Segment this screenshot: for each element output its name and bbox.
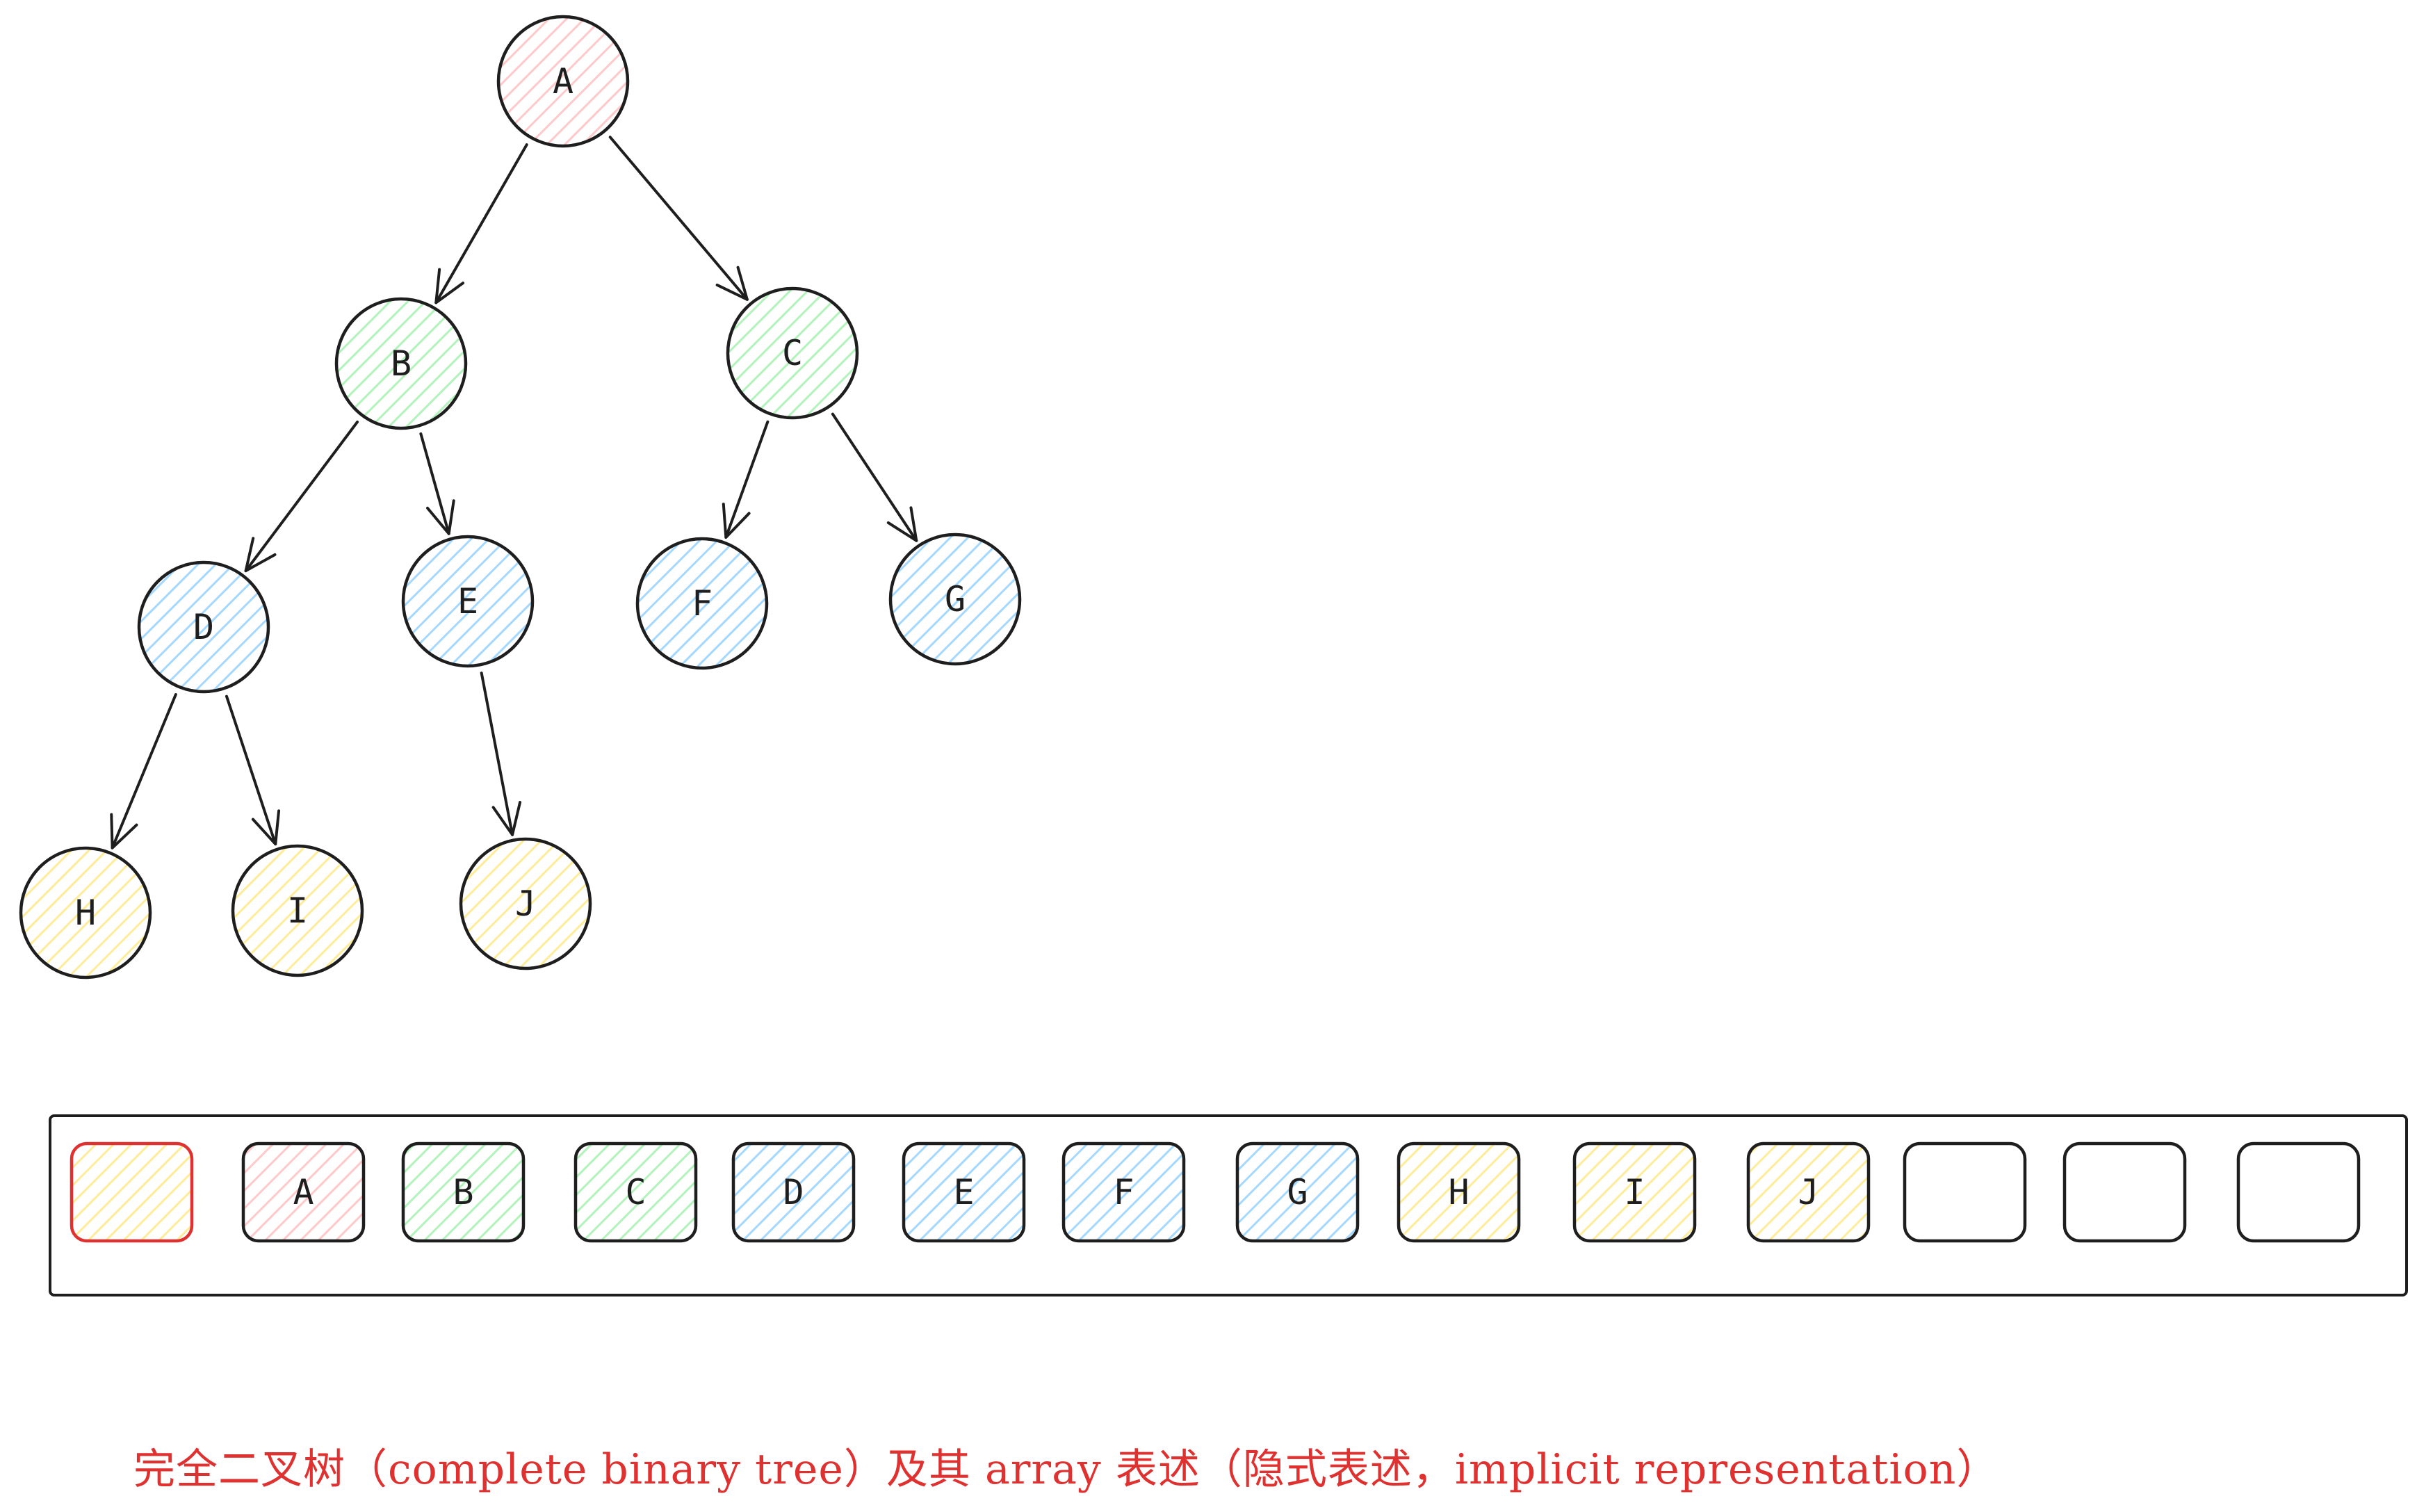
tree-node-label: G [945, 579, 966, 619]
tree-nodes: A B C D E F G H I J [19, 15, 1022, 979]
tree-node-label: H [75, 893, 96, 933]
array-cell-7: G [1235, 1141, 1360, 1243]
array-cell-label: A [293, 1172, 314, 1212]
array-cell-9: I [1572, 1141, 1697, 1243]
array-cell-0 [70, 1141, 194, 1243]
tree-node-label: F [692, 583, 713, 624]
tree-node-H: H [19, 846, 152, 979]
tree-node-E: E [401, 535, 535, 668]
tree-edges [110, 136, 918, 850]
tree-node-F: F [635, 537, 769, 670]
edge-A-B [434, 143, 528, 304]
array-cell-13 [2236, 1141, 2361, 1243]
tree-node-I: I [231, 844, 364, 977]
tree-node-G: G [888, 533, 1022, 666]
edge-C-F [722, 420, 770, 539]
tree-node-label: D [193, 607, 214, 647]
tree-node-label: E [457, 581, 478, 621]
array-cell-12 [2062, 1141, 2187, 1243]
edge-A-C [608, 136, 749, 301]
array-cell-5: E [902, 1141, 1026, 1243]
array-cell-4: D [731, 1141, 856, 1243]
array-cell-10: J [1746, 1141, 1871, 1243]
array-cell-8: H [1397, 1141, 1521, 1243]
tree-node-label: C [782, 333, 803, 373]
edge-D-I [225, 694, 281, 846]
array-cell-label: F [1113, 1172, 1134, 1212]
tree-node-label: A [553, 61, 573, 101]
array-representation: A B C D E F G H I J [49, 1114, 2408, 1296]
edge-C-G [831, 412, 918, 542]
edge-B-D [244, 421, 359, 573]
edge-D-H [110, 693, 177, 850]
array-cell-6: F [1061, 1141, 1186, 1243]
array-cell-label: G [1287, 1172, 1308, 1212]
array-cell-label: D [783, 1172, 804, 1212]
tree-node-C: C [726, 286, 859, 420]
array-cell-1: A [241, 1141, 366, 1243]
array-container [49, 1114, 2408, 1296]
array-cell-11 [1903, 1141, 2027, 1243]
tree-node-J: J [459, 837, 592, 970]
tree-node-D: D [137, 560, 270, 694]
array-cell-label: H [1448, 1172, 1469, 1212]
edge-E-J [480, 672, 522, 836]
array-cell-label: I [1624, 1172, 1645, 1212]
array-cell-label: B [453, 1172, 473, 1212]
tree-node-A: A [496, 15, 630, 148]
array-cell-3: C [573, 1141, 698, 1243]
tree-node-label: B [391, 343, 412, 384]
edge-B-E [419, 432, 455, 535]
tree-node-label: I [287, 891, 308, 931]
tree-node-B: B [334, 297, 468, 430]
array-cell-label: E [953, 1172, 974, 1212]
array-cell-label: J [1798, 1172, 1818, 1212]
tree-node-label: J [515, 884, 536, 924]
diagram-caption: 完全二叉树（complete binary tree）及其 array 表述（隐… [133, 1445, 1999, 1494]
array-cell-2: B [401, 1141, 526, 1243]
array-cell-label: C [625, 1172, 646, 1212]
